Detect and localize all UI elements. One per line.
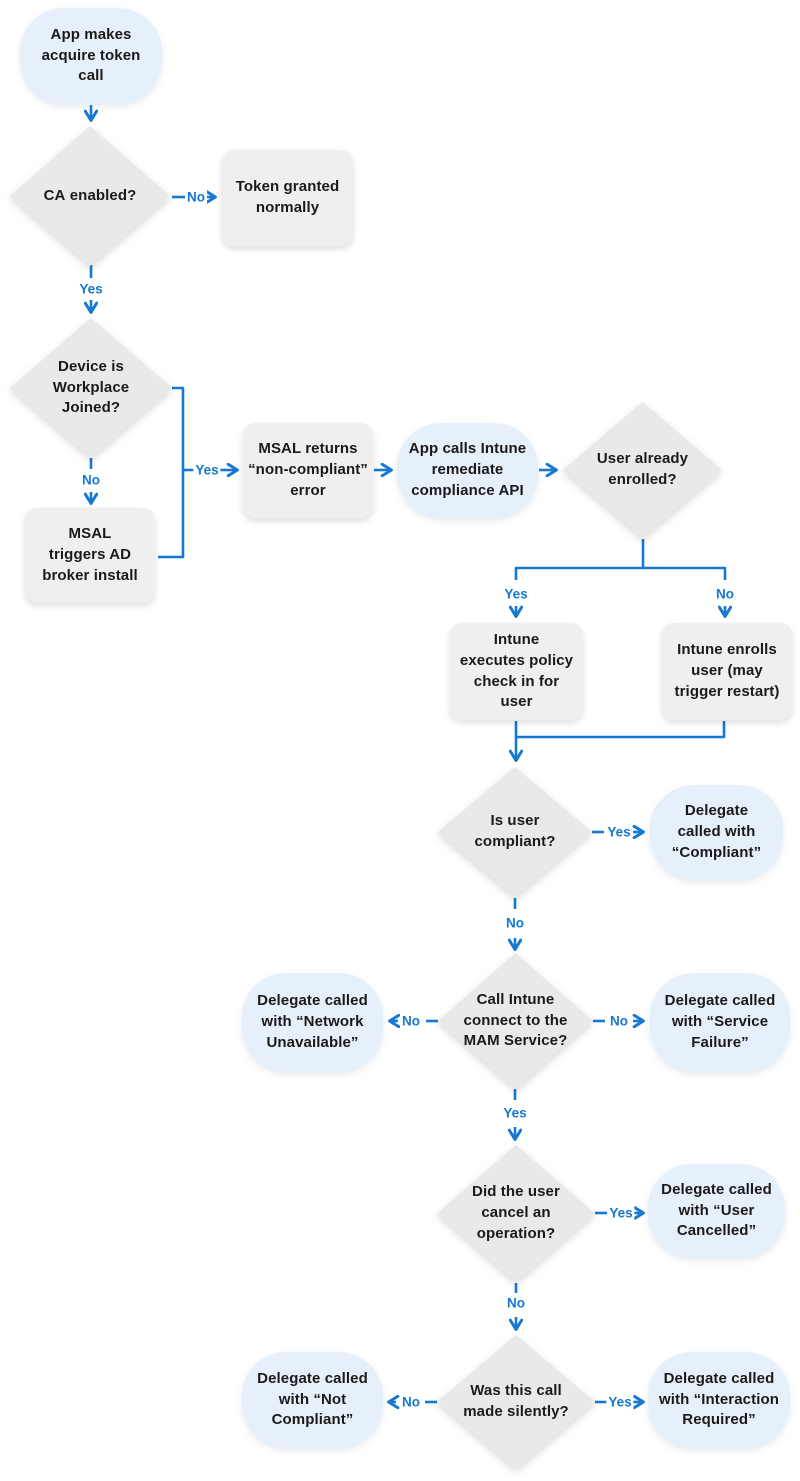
node-delegate-service: Delegate called with “Service Failure”	[650, 973, 790, 1072]
edge-label-ca-no: No	[185, 189, 207, 205]
edge-label-mam-no-left: No	[400, 1013, 422, 1029]
node-broker-install-label: MSAL triggers AD broker install	[42, 525, 138, 584]
node-ca-enabled: CA enabled?	[10, 126, 170, 266]
edge-label-cancel-no: No	[505, 1295, 527, 1311]
edge-label-ca-yes: Yes	[77, 281, 105, 297]
node-delegate-notcompliant: Delegate called with “Not Compliant”	[242, 1352, 383, 1448]
edge-label-enrolled-yes: Yes	[502, 586, 530, 602]
node-delegate-service-label: Delegate called with “Service Failure”	[664, 992, 776, 1051]
node-user-cancel-label: Did the user cancel an operation?	[472, 1183, 560, 1242]
node-mam-connect: Call Intune connect to the MAM Service?	[438, 953, 593, 1089]
edge-label-enrolled-no: No	[714, 586, 736, 602]
node-is-compliant: Is user compliant?	[438, 767, 592, 897]
edge-label-compliant-no: No	[504, 915, 526, 931]
node-token-granted-label: Token granted normally	[235, 178, 340, 216]
node-delegate-network: Delegate called with “Network Unavailabl…	[242, 973, 383, 1072]
connector-merge-right	[516, 721, 726, 739]
node-already-enrolled: User already enrolled?	[563, 402, 722, 538]
edge-label-silent-yes: Yes	[606, 1394, 634, 1410]
node-workplace-joined-label: Device is Workplace Joined?	[52, 357, 130, 417]
connector-group	[91, 105, 725, 1402]
node-start: App makes acquire token call	[20, 8, 162, 104]
node-msal-error: MSAL returns “non-compliant” error	[243, 423, 373, 518]
connector-enrolled-split	[514, 566, 727, 580]
node-ca-enabled-bold: CA	[43, 186, 66, 204]
node-delegate-interaction-label: Delegate called with “Interaction Requir…	[658, 1369, 780, 1429]
edge-label-mam-yes: Yes	[501, 1105, 529, 1121]
node-enrolls-user-label: Intune enrolls user (may trigger restart…	[674, 641, 780, 700]
node-start-label: App makes acquire token call	[41, 25, 141, 85]
node-delegate-cancelled: Delegate called with “User Cancelled”	[648, 1164, 785, 1258]
edge-label-compliant-yes: Yes	[605, 824, 633, 840]
node-ca-enabled-label: CA enabled?	[24, 186, 157, 207]
node-delegate-network-label: Delegate called with “Network Unavailabl…	[257, 992, 368, 1051]
node-made-silently: Was this call made silently?	[437, 1335, 595, 1469]
node-is-compliant-label: Is user compliant?	[474, 812, 556, 850]
edge-label-cancel-yes: Yes	[607, 1205, 635, 1221]
connector-wpj-junction	[158, 386, 185, 559]
node-msal-error-label: MSAL returns “non-compliant” error	[248, 440, 368, 499]
node-broker-install: MSAL triggers AD broker install	[25, 508, 155, 603]
node-delegate-compliant-label: Delegate called with “Compliant”	[671, 802, 762, 861]
node-mam-connect-label: Call Intune connect to the MAM Service?	[463, 990, 568, 1050]
node-token-granted: Token granted normally	[222, 150, 353, 246]
node-delegate-cancelled-label: Delegate called with “User Cancelled”	[661, 1180, 772, 1240]
node-remediate-api-label: App calls Intune remediate compliance AP…	[408, 440, 527, 499]
node-policy-checkin: Intune executes policy check in for user	[450, 623, 583, 720]
node-policy-checkin-label: Intune executes policy check in for user	[459, 631, 574, 711]
node-enrolls-user: Intune enrolls user (may trigger restart…	[662, 623, 792, 720]
node-delegate-interaction: Delegate called with “Interaction Requir…	[648, 1352, 790, 1448]
node-user-cancel: Did the user cancel an operation?	[437, 1145, 595, 1282]
edge-label-mam-no-right: No	[608, 1013, 630, 1029]
node-delegate-compliant: Delegate called with “Compliant”	[650, 785, 783, 880]
edge-label-silent-no: No	[400, 1394, 422, 1410]
node-already-enrolled-label: User already enrolled?	[596, 450, 689, 488]
node-delegate-notcompliant-label: Delegate called with “Not Compliant”	[257, 1369, 368, 1429]
edge-label-wpj-yes: Yes	[193, 462, 221, 478]
node-ca-enabled-rest: enabled?	[65, 186, 137, 204]
node-remediate-api: App calls Intune remediate compliance AP…	[397, 423, 538, 518]
node-workplace-joined: Device is Workplace Joined?	[10, 318, 172, 458]
node-made-silently-label: Was this call made silently?	[463, 1382, 569, 1420]
edge-label-wpj-no: No	[80, 472, 102, 488]
